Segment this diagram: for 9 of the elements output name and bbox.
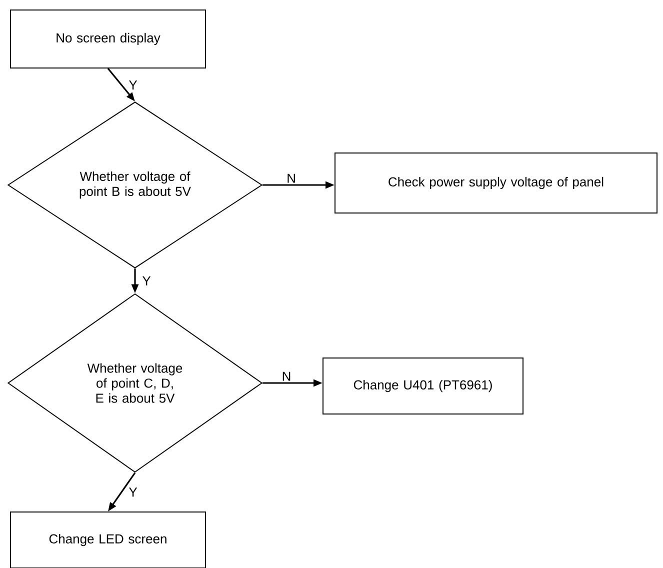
process-box: Change U401 (PT6961) [322,358,524,414]
edge-label: Y [128,488,138,497]
process-box: No screen display [10,10,206,68]
process-box: Change LED screen [10,512,206,568]
process-box: Check power supply voltage of panel [334,152,658,214]
edge-label: N [288,174,295,183]
edge-label: Y [128,80,138,90]
edge-label: N [282,372,290,381]
edge-label: Y [142,276,151,286]
